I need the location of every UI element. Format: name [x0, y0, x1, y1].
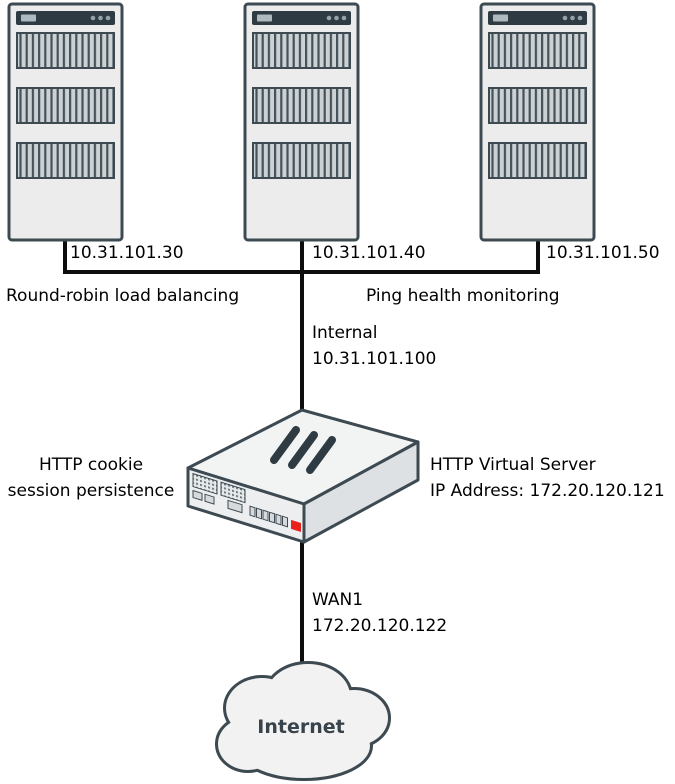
- firewall-icon: [186, 408, 420, 544]
- session-persistence-line2: session persistence: [7, 481, 175, 501]
- server-drive-bays: [16, 32, 115, 179]
- internet-label: Internet: [257, 716, 345, 738]
- server-3-ip-label: 10.31.101.50: [546, 243, 660, 263]
- firewall-ports: [249, 505, 288, 528]
- server-2-icon: [243, 2, 360, 242]
- internal-interface-block: Internal 10.31.101.100: [312, 320, 436, 372]
- server-drive-bays: [252, 32, 351, 179]
- wan-interface-block: WAN1 172.20.120.122: [312, 587, 447, 639]
- server-front-panel: [16, 11, 115, 25]
- virtual-server-ip-label: IP Address: 172.20.120.121: [430, 481, 665, 501]
- wan-ip-label: 172.20.120.122: [312, 616, 448, 636]
- session-persistence-line1: HTTP cookie: [38, 455, 144, 475]
- server-3-icon: [479, 2, 596, 242]
- internal-ip-label: 10.31.101.100: [312, 349, 437, 369]
- firewall-top-slashes: [270, 426, 336, 474]
- internal-interface-label: Internal: [312, 323, 378, 343]
- virtual-server-label: HTTP Virtual Server: [430, 455, 596, 475]
- health-monitoring-label: Ping health monitoring: [366, 286, 560, 306]
- fortinet-logo: [291, 519, 301, 532]
- session-persistence-block: HTTP cookie session persistence: [0, 452, 182, 504]
- server-drive-bays: [488, 32, 587, 179]
- wan-interface-label: WAN1: [312, 590, 364, 610]
- server-1-ip-label: 10.31.101.30: [70, 243, 184, 263]
- load-balancing-label: Round-robin load balancing: [6, 286, 240, 306]
- virtual-server-block: HTTP Virtual Server IP Address: 172.20.1…: [430, 452, 665, 504]
- server-1-icon: [7, 2, 124, 242]
- server-2-ip-label: 10.31.101.40: [312, 243, 426, 263]
- firewall-front-details: [192, 472, 301, 532]
- internet-cloud-icon: [215, 661, 391, 781]
